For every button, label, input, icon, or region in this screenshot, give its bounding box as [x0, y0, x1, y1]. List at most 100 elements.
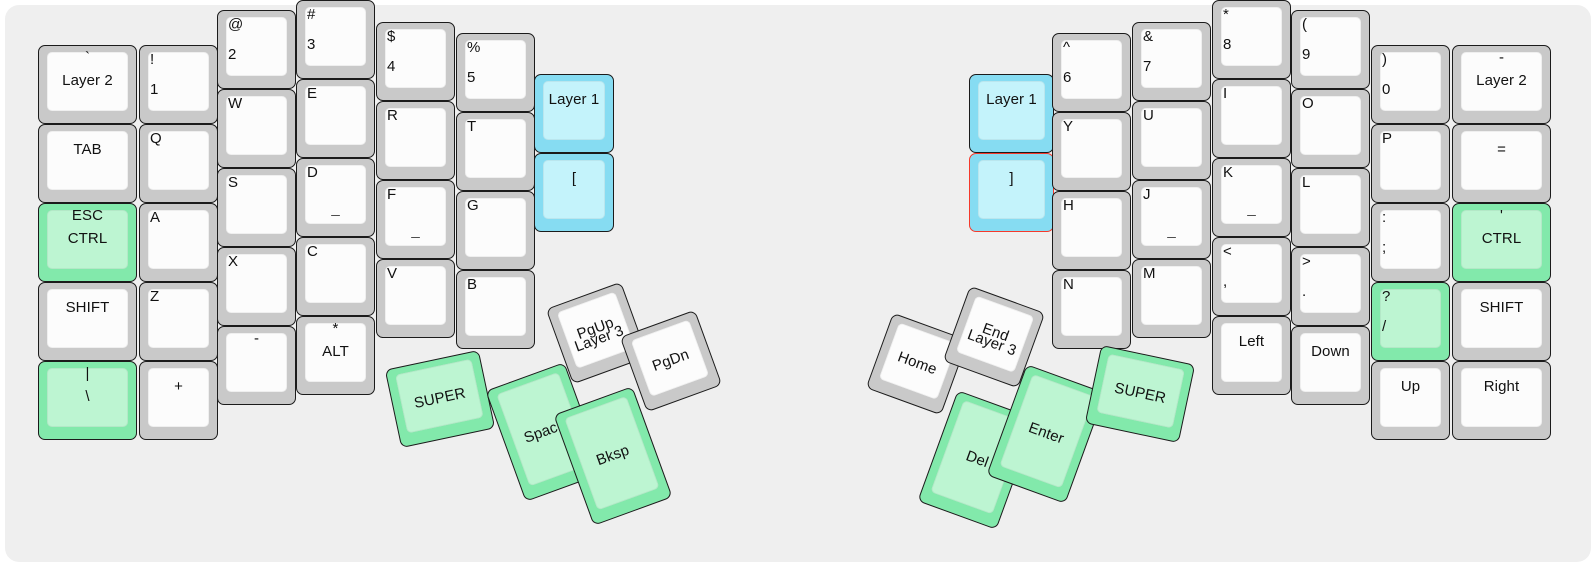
key-c[interactable]: C	[296, 237, 375, 316]
key-1[interactable]: !1	[139, 45, 218, 124]
key-e[interactable]: E	[296, 79, 375, 158]
key-legend-main: 1	[150, 81, 159, 98]
key-q[interactable]: Q	[139, 124, 218, 203]
key-r[interactable]: R	[376, 101, 455, 180]
key-legend-top: K	[1223, 164, 1234, 181]
key-legend-main: 3	[307, 36, 316, 53]
key-quote-ctrl[interactable]: ' CTRL	[1452, 203, 1551, 282]
key-pipe-backslash[interactable]: |\	[38, 361, 137, 440]
key-shift-right[interactable]: SHIFT	[1452, 282, 1551, 361]
key-3[interactable]: #3	[296, 0, 375, 79]
key-x[interactable]: X	[217, 247, 296, 326]
key-alt[interactable]: *ALT	[296, 316, 375, 395]
key-legend-top: J	[1143, 186, 1151, 203]
key-semicolon[interactable]: :;	[1371, 203, 1450, 282]
key-o[interactable]: O	[1291, 89, 1370, 168]
keycap-surface	[1300, 333, 1361, 392]
key-5[interactable]: %5	[456, 33, 535, 112]
key-legend-top: $	[387, 28, 396, 45]
key-8[interactable]: *8	[1212, 0, 1291, 79]
keycap-surface	[305, 165, 366, 224]
key-legend-top: ESC	[71, 207, 104, 224]
homing-bump-icon: _	[411, 222, 420, 239]
key-period[interactable]: >.	[1291, 247, 1370, 326]
key-l[interactable]: L	[1291, 168, 1370, 247]
key-legend-main: 7	[1143, 58, 1152, 75]
key-up[interactable]: Up	[1371, 361, 1450, 440]
key-k[interactable]: K_	[1212, 158, 1291, 237]
key-legend-main: Layer 1	[548, 91, 600, 108]
key-right[interactable]: Right	[1452, 361, 1551, 440]
key-legend-main: 9	[1302, 46, 1311, 63]
key-equals[interactable]: =	[1452, 124, 1551, 203]
key-legend-top: G	[467, 197, 479, 214]
key-legend-top: '	[1500, 207, 1503, 224]
key-s[interactable]: S	[217, 168, 296, 247]
key-y[interactable]: Y	[1052, 112, 1131, 191]
key-layer2-grave[interactable]: `Layer 2	[38, 45, 137, 124]
key-legend-top: ?	[1382, 288, 1391, 305]
key-w[interactable]: W	[217, 89, 296, 168]
keycap-surface	[47, 289, 128, 348]
key-minus[interactable]: -	[217, 326, 296, 405]
keycap-surface	[978, 81, 1045, 140]
keycap-surface	[465, 198, 526, 257]
key-legend-main: CTRL	[1481, 230, 1522, 247]
key-legend-top: *	[1223, 6, 1229, 23]
key-m[interactable]: M	[1132, 259, 1211, 338]
key-comma[interactable]: <,	[1212, 237, 1291, 316]
key-t[interactable]: T	[456, 112, 535, 191]
key-legend-top: M	[1143, 265, 1156, 282]
key-layer1-right[interactable]: Layer 1	[969, 74, 1054, 153]
key-layer2-minus[interactable]: -Layer 2	[1452, 45, 1551, 124]
key-u[interactable]: U	[1132, 101, 1211, 180]
key-down[interactable]: Down	[1291, 326, 1370, 405]
keycap-surface	[1141, 266, 1202, 325]
key-7[interactable]: &7	[1132, 22, 1211, 101]
key-bracket-right[interactable]: ]	[969, 153, 1054, 232]
key-a[interactable]: A	[139, 203, 218, 282]
key-layer1-left[interactable]: Layer 1	[534, 74, 614, 153]
keycap-surface	[543, 81, 605, 140]
key-v[interactable]: V	[376, 259, 455, 338]
key-slash[interactable]: ?/	[1371, 282, 1450, 361]
key-n[interactable]: N	[1052, 270, 1131, 349]
key-h[interactable]: H	[1052, 191, 1131, 270]
key-legend-main: Layer 2	[1476, 72, 1527, 89]
key-legend-main: 5	[467, 69, 476, 86]
key-legend-top: F	[387, 186, 397, 203]
keycap-surface	[1461, 131, 1542, 190]
keycap-surface	[1300, 96, 1361, 155]
key-0[interactable]: )0	[1371, 45, 1450, 124]
key-legend-main: 6	[1063, 69, 1072, 86]
key-2[interactable]: @2	[217, 10, 296, 89]
key-d[interactable]: D_	[296, 158, 375, 237]
key-b[interactable]: B	[456, 270, 535, 349]
key-f[interactable]: F_	[376, 180, 455, 259]
keycap-surface	[1461, 368, 1542, 427]
key-i[interactable]: I	[1212, 79, 1291, 158]
key-legend-main: [	[571, 170, 577, 187]
key-shift[interactable]: SHIFT	[38, 282, 137, 361]
keycap-surface	[1380, 52, 1441, 111]
key-legend-top: E	[307, 85, 318, 102]
key-6[interactable]: ^6	[1052, 33, 1131, 112]
keycap-surface	[1221, 244, 1282, 303]
key-p[interactable]: P	[1371, 124, 1450, 203]
key-legend-main: Down	[1311, 343, 1350, 360]
keycap-surface	[148, 52, 209, 111]
keycap-surface	[148, 210, 209, 269]
key-left[interactable]: Left	[1212, 316, 1291, 395]
key-plus[interactable]: +	[139, 361, 218, 440]
key-bracket-left[interactable]: [	[534, 153, 614, 232]
key-g[interactable]: G	[456, 191, 535, 270]
key-tab[interactable]: TAB	[38, 124, 137, 203]
key-9[interactable]: (9	[1291, 10, 1370, 89]
key-legend-main: .	[1302, 283, 1307, 300]
keycap-surface	[1221, 323, 1282, 382]
key-j[interactable]: J_	[1132, 180, 1211, 259]
key-legend-top: W	[228, 95, 243, 112]
key-z[interactable]: Z	[139, 282, 218, 361]
key-4[interactable]: $4	[376, 22, 455, 101]
